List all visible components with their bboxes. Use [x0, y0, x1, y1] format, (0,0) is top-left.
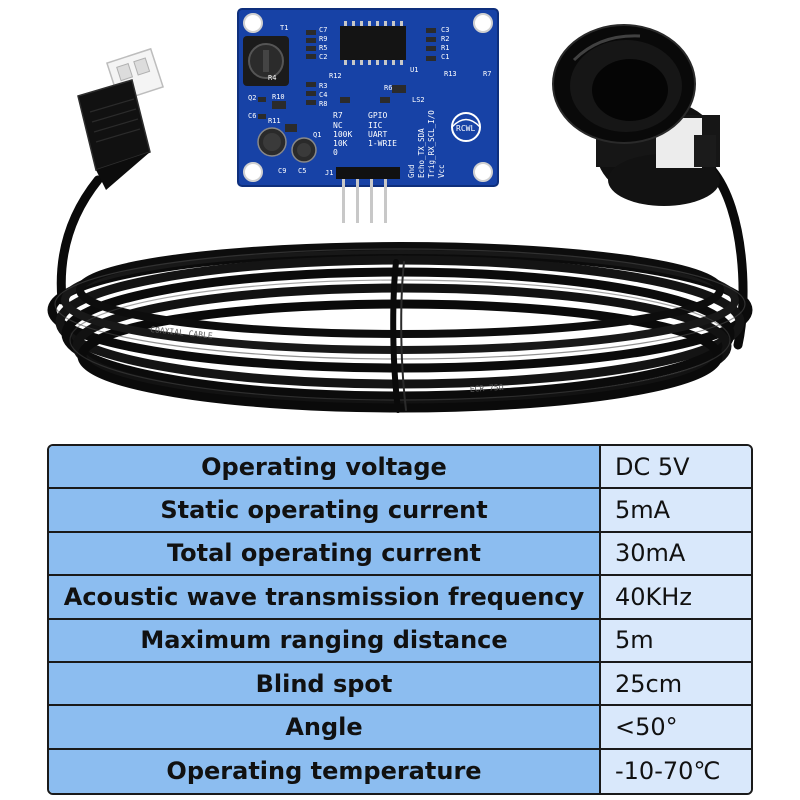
- component-ref: C1: [441, 53, 449, 61]
- component-ref: LS2: [412, 96, 425, 104]
- component-ref: Q2: [248, 94, 256, 102]
- spec-value: 5mA: [601, 489, 751, 533]
- mode-interface: IIC: [368, 121, 383, 130]
- component-ref: C7: [319, 26, 327, 34]
- pin-label: Gnd: [407, 164, 416, 178]
- spec-value: 30mA: [601, 532, 751, 577]
- component-ref: C5: [298, 167, 306, 175]
- spec-value: 5m: [601, 619, 751, 663]
- component-ref: R1: [441, 44, 449, 52]
- component-ref: Q1: [313, 131, 321, 139]
- ultrasonic-probe: [552, 24, 720, 206]
- component-ref: R3: [319, 82, 327, 90]
- component-ref: R4: [268, 74, 276, 82]
- usb-connector: [77, 47, 164, 190]
- component-ref: R13: [444, 70, 457, 78]
- cable-print-2: ECR 75Ω: [470, 383, 504, 394]
- brand-logo-text: RCWL: [456, 124, 475, 133]
- mode-header: GPIO: [368, 111, 387, 120]
- spec-label: Static operating current: [49, 489, 601, 533]
- mode-interface: UART: [368, 130, 387, 139]
- mode-interface: 1-WRIE: [368, 139, 397, 148]
- connector-label: J1: [325, 169, 333, 177]
- pin-label: Vcc: [437, 164, 446, 178]
- component-ref: C6: [248, 112, 256, 120]
- component-ref: R5: [319, 44, 327, 52]
- pin-label: Echo_TX_SDA: [417, 128, 426, 178]
- spec-label: Operating temperature: [49, 749, 601, 793]
- mode-resistor: 10K: [333, 139, 348, 148]
- coiled-cable: [47, 165, 753, 413]
- component-ref: T1: [280, 24, 288, 32]
- rcwl-logo: [451, 112, 481, 142]
- mode-resistor: NC: [333, 121, 343, 130]
- component-ref: U1: [410, 66, 418, 74]
- spec-label: Maximum ranging distance: [49, 619, 601, 663]
- spec-value: 40KHz: [601, 576, 751, 620]
- pin-label: Trig_RX_SCL_I/O: [427, 110, 436, 178]
- spec-label: Blind spot: [49, 662, 601, 707]
- component-ref: R10: [272, 93, 285, 101]
- spec-value: <50°: [601, 706, 751, 750]
- mode-header: R7: [333, 111, 343, 120]
- component-ref: R12: [329, 72, 342, 80]
- module-pcb: [237, 8, 499, 223]
- spec-value: 25cm: [601, 662, 751, 707]
- mode-resistor: 0: [333, 148, 338, 157]
- component-ref: C4: [319, 91, 327, 99]
- component-ref: C2: [319, 53, 327, 61]
- component-ref: R9: [319, 35, 327, 43]
- component-ref: R2: [441, 35, 449, 43]
- component-ref: R6: [384, 84, 392, 92]
- component-ref: R7: [483, 70, 491, 78]
- mode-resistor: 100K: [333, 130, 352, 139]
- spec-value: -10-70℃: [601, 749, 751, 793]
- spec-label: Operating voltage: [49, 446, 601, 490]
- spec-label: Total operating current: [49, 532, 601, 577]
- component-ref: R8: [319, 100, 327, 108]
- component-ref: C3: [441, 26, 449, 34]
- spec-value: DC 5V: [601, 446, 751, 490]
- sensor-illustration: COAXIAL CABLE ECR 75Ω: [47, 8, 753, 413]
- component-ref: C9: [278, 167, 286, 175]
- spec-label: Angle: [49, 706, 601, 750]
- component-ref: R11: [268, 117, 281, 125]
- spec-label: Acoustic wave transmission frequency: [49, 576, 601, 620]
